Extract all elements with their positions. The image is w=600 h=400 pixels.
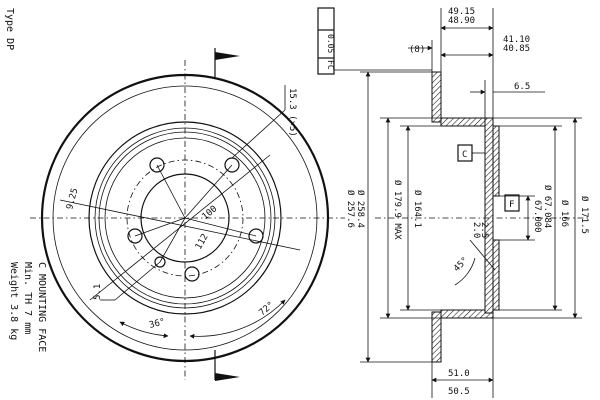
label-f-box [504,194,520,212]
dim-41-10: 41.10 [503,35,530,45]
dim-164-label: Ø 164.1 [412,190,423,228]
min-thickness-note: Min. TH 7 mm [22,262,33,335]
bolt-hole [127,228,143,244]
label-c: C [462,150,467,160]
disc-flange-top [431,71,442,123]
bolt-dim-leader [231,109,286,159]
dim-67-000-label: 67.000 [532,200,542,233]
dim-179-label: Ø 179.9 MAX [392,180,403,240]
radial-line [156,164,186,219]
angle-36-label: 36° [148,317,166,331]
disc-flange-bottom [431,311,442,363]
center-bore-label: 112 [194,232,211,251]
dim-67-084-label: Ø 67.084 [542,185,553,228]
tolerance-value: 0.05 [326,34,335,53]
tolerance-ref: FC [326,60,335,70]
section-arrow-top [215,52,240,60]
bolt-hole [248,228,264,244]
chamfer-line [469,239,496,271]
bolt-hole [149,157,165,173]
chamfer-2-5-label: 2.5 [479,222,489,238]
angle-45-arc [454,257,476,286]
radial-line [159,217,186,263]
small-hole-label: 5.1 [93,284,103,300]
mounting-face-note: C MOUNTING FACE [36,262,47,353]
pcd-label: 100 [201,204,220,222]
section-view: C F 0.05 FC 49.15 48.90 41.10 40.85 (8) … [317,7,590,398]
hat-face-inner-bottom [492,239,500,311]
dim-ref-8: (8) [409,45,425,55]
diagonal-line [89,154,271,301]
hole-marker-label: 9.25 [65,187,80,211]
dim-258-label: Ø 258.4 [355,190,366,228]
dim-6-5-label: 6.5 [514,82,530,92]
dim-40-85: 40.85 [503,44,530,54]
radial-line [184,217,257,237]
diagonal-line [59,199,301,251]
section-arrow-bottom [215,373,240,381]
dim-257-label: Ø 257.6 [345,190,356,228]
small-hole-leader [114,261,161,301]
label-f: F [509,200,514,210]
bolt-hole-dia-label: 15.3 (×5) [287,88,297,137]
hat-face [484,117,494,314]
hat-wall-bottom [440,309,494,319]
dim-171-label: Ø 171.5 [579,196,590,234]
front-view: 100 112 15.3 (×5) 5.1 9.25 36° 72° [30,48,345,381]
angle-36-arc [119,321,169,339]
hat-face-inner [492,125,500,197]
chamfer-2-0-label: 2.0 [471,222,481,238]
dim-51-0-label: 51.0 [448,369,470,379]
angle-72-arc [189,299,286,339]
type-title: Type DP [4,8,15,51]
dim-48-90: 48.90 [448,16,475,26]
radial-line [134,217,186,237]
dim-166-label: Ø 166 [559,200,570,227]
weight-note: Weight 3.8 kg [8,262,19,341]
tolerance-frame [317,7,335,75]
dim-49-15: 49.15 [448,7,475,17]
angle-45-label: 45° [452,256,471,275]
bolt-hole [184,266,200,282]
small-hole [154,256,166,268]
dim-50-5-label: 50.5 [448,387,470,397]
radial-line [184,164,233,219]
